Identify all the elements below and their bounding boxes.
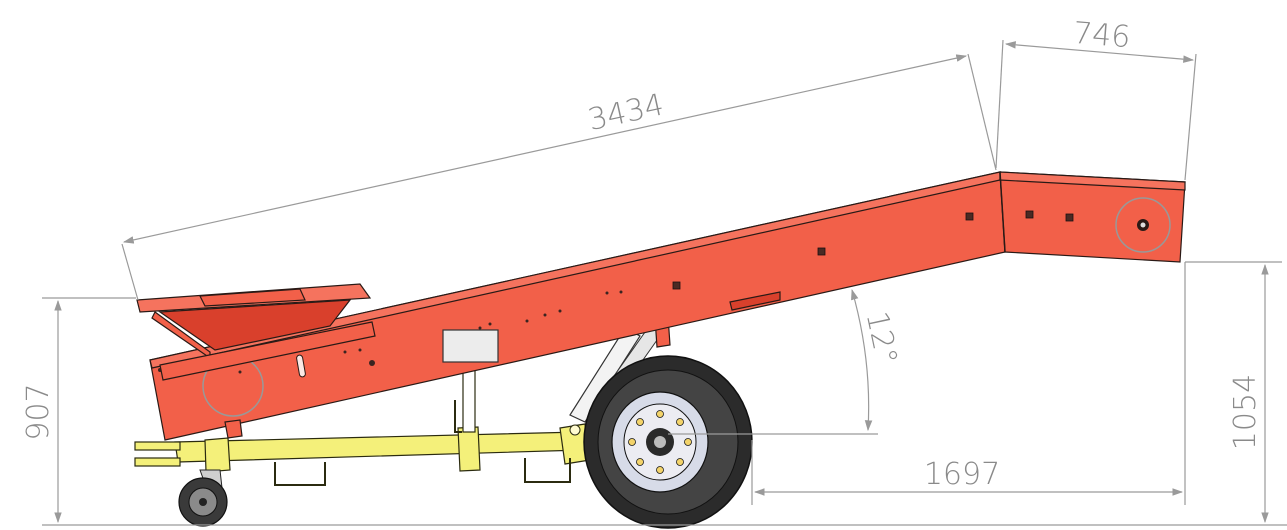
dim-head-section: 746 [1072, 16, 1132, 55]
chassis [134, 361, 591, 486]
jockey-wheel [178, 469, 228, 527]
dim-conveyor-length: 3434 [585, 87, 667, 138]
dimension-lines [42, 39, 1287, 526]
hopper [136, 283, 376, 381]
dim-axle-to-end: 1697 [924, 457, 1000, 492]
main-wheel [583, 355, 753, 529]
dim-discharge-height: 1054 [1228, 374, 1263, 450]
dim-inlet-height: 907 [21, 383, 56, 440]
